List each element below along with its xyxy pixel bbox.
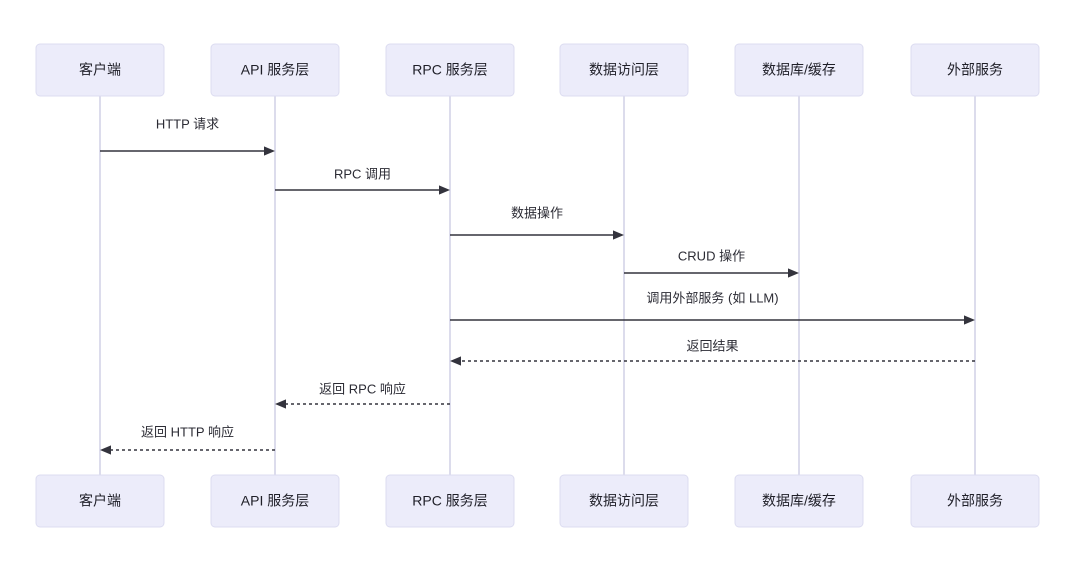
message-arrowhead-m4 bbox=[788, 268, 799, 278]
message-label-m1: HTTP 请求 bbox=[156, 116, 219, 131]
message-label-m7: 返回 RPC 响应 bbox=[319, 381, 406, 396]
message-m7: 返回 RPC 响应 bbox=[275, 381, 450, 409]
actor-box-rect-external bbox=[910, 43, 1040, 97]
actor-box-rect-dao bbox=[559, 43, 689, 97]
message-arrowhead-m3 bbox=[613, 230, 624, 240]
message-arrowhead-m8 bbox=[100, 445, 111, 455]
message-arrowhead-m7 bbox=[275, 399, 286, 409]
message-arrowhead-m1 bbox=[264, 146, 275, 156]
actor-box-rpc-bottom[interactable]: RPC 服务层 bbox=[385, 474, 515, 528]
actor-box-api-top[interactable]: API 服务层 bbox=[210, 43, 340, 97]
actor-box-db-bottom[interactable]: 数据库/缓存 bbox=[734, 474, 864, 528]
actor-box-api-bottom[interactable]: API 服务层 bbox=[210, 474, 340, 528]
actor-box-rect-client bbox=[35, 43, 165, 97]
actor-box-rect-dao bbox=[559, 474, 689, 528]
actor-box-client-bottom[interactable]: 客户端 bbox=[35, 474, 165, 528]
actor-box-db-top[interactable]: 数据库/缓存 bbox=[734, 43, 864, 97]
actor-box-client-top[interactable]: 客户端 bbox=[35, 43, 165, 97]
actor-label-external: 外部服务 bbox=[947, 62, 1003, 78]
message-m8: 返回 HTTP 响应 bbox=[100, 424, 275, 455]
message-arrowhead-m5 bbox=[964, 315, 975, 325]
message-m4: CRUD 操作 bbox=[624, 248, 799, 278]
message-m6: 返回结果 bbox=[450, 338, 975, 366]
message-label-m2: RPC 调用 bbox=[334, 166, 391, 181]
actor-box-dao-top[interactable]: 数据访问层 bbox=[559, 43, 689, 97]
message-m1: HTTP 请求 bbox=[100, 116, 275, 156]
actor-box-rect-rpc bbox=[385, 43, 515, 97]
message-m3: 数据操作 bbox=[450, 205, 624, 240]
message-label-m6: 返回结果 bbox=[686, 338, 738, 353]
message-label-m8: 返回 HTTP 响应 bbox=[141, 424, 234, 439]
actor-box-rect-external bbox=[910, 474, 1040, 528]
actor-label-external: 外部服务 bbox=[947, 493, 1003, 509]
actor-box-rpc-top[interactable]: RPC 服务层 bbox=[385, 43, 515, 97]
actor-label-api: API 服务层 bbox=[241, 493, 309, 509]
actor-box-external-bottom[interactable]: 外部服务 bbox=[910, 474, 1040, 528]
actor-box-external-top[interactable]: 外部服务 bbox=[910, 43, 1040, 97]
actor-box-rect-api bbox=[210, 474, 340, 528]
message-label-m5: 调用外部服务 (如 LLM) bbox=[646, 290, 778, 305]
lifelines-group bbox=[99, 96, 976, 475]
actor-label-dao: 数据访问层 bbox=[589, 493, 659, 509]
actor-boxes-top: 客户端 API 服务层 RPC 服务层 数据访问层 数据库/缓存 外部服务 bbox=[35, 43, 1040, 97]
message-m2: RPC 调用 bbox=[275, 166, 450, 195]
actor-boxes-bottom: 客户端 API 服务层 RPC 服务层 数据访问层 数据库/缓存 外部服务 bbox=[35, 474, 1040, 528]
actor-box-dao-bottom[interactable]: 数据访问层 bbox=[559, 474, 689, 528]
actor-label-client: 客户端 bbox=[79, 493, 121, 509]
actor-label-api: API 服务层 bbox=[241, 62, 309, 78]
actor-label-dao: 数据访问层 bbox=[589, 62, 659, 78]
actor-box-rect-db bbox=[734, 43, 864, 97]
actor-label-rpc: RPC 服务层 bbox=[412, 62, 487, 78]
actor-label-db: 数据库/缓存 bbox=[762, 493, 836, 509]
actor-box-rect-db bbox=[734, 474, 864, 528]
actor-label-db: 数据库/缓存 bbox=[762, 62, 836, 78]
message-arrowhead-m6 bbox=[450, 356, 461, 366]
actor-label-client: 客户端 bbox=[79, 62, 121, 78]
actor-box-rect-api bbox=[210, 43, 340, 97]
actor-box-rect-rpc bbox=[385, 474, 515, 528]
message-m5: 调用外部服务 (如 LLM) bbox=[450, 290, 975, 325]
message-label-m3: 数据操作 bbox=[511, 205, 563, 220]
actor-box-rect-client bbox=[35, 474, 165, 528]
message-arrowhead-m2 bbox=[439, 185, 450, 195]
actor-label-rpc: RPC 服务层 bbox=[412, 493, 487, 509]
message-label-m4: CRUD 操作 bbox=[678, 248, 745, 263]
